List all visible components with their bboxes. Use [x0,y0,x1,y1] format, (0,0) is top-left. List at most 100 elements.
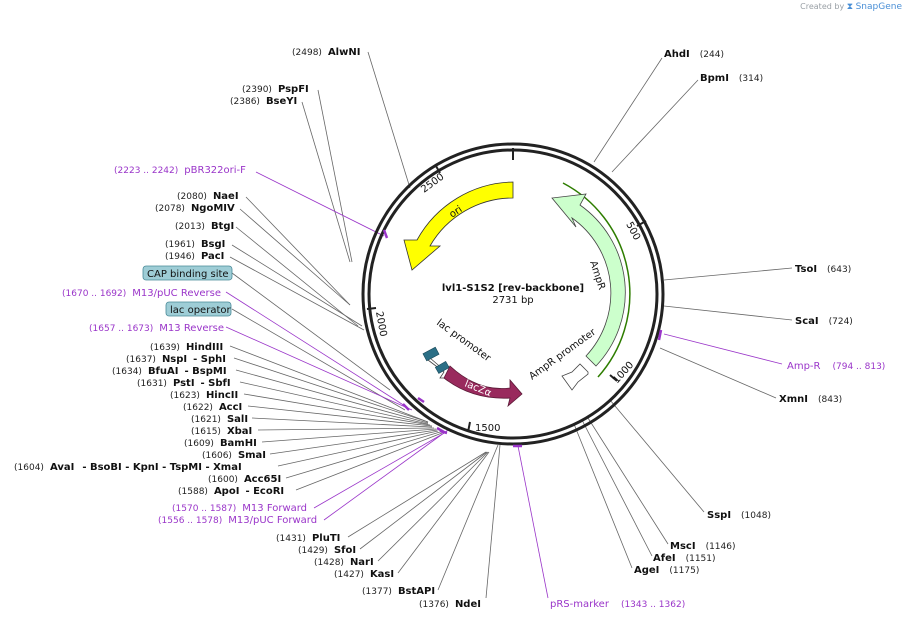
site-naei: (2080)NaeI [177,191,239,202]
leader-lacop [231,308,406,411]
leader-bstapi [437,444,499,591]
site-xmni: XmnI(843) [779,394,842,405]
site-bamhi: (1609)BamHI [184,438,257,449]
leader-sali [251,417,433,428]
created-by-text: Created by [800,2,845,11]
leader-btgi [235,226,359,327]
leader-acci [247,405,433,427]
lacz-arrow [443,365,523,408]
site-ava: (1604)AvaI- BsoBI - KpnI - TspMI - XmaI [14,462,242,473]
leader-m13fwd [313,431,447,509]
snapgene-branding: Created by ⧗ SnapGene [800,2,902,12]
tick-label-2000: 2000 [373,311,388,338]
leader-tsoi [663,267,793,281]
site-ndei: (1376)NdeI [419,599,481,610]
snapgene-logo-icon: ⧗ [846,2,854,12]
primer-marks [382,229,663,448]
site-alwni: (2498)AlwNI [292,47,360,58]
leader-m13pucfwd [323,429,449,521]
leader-m13rev [225,326,413,411]
site-paci: (1946)PacI [165,251,224,262]
tick-2500-mark [435,165,441,174]
site-sspi: SspI(1048) [707,510,771,521]
site-btgi: (2013)BtgI [175,221,234,232]
site-bstapi: (1377)BstAPI [362,586,435,597]
site-nspi: (1637)NspI- SphI [126,354,226,365]
leader-agei [573,423,633,569]
site-apoi: (1588)ApoI- EcoRI [178,486,284,497]
leader-m13puc-rev [225,291,406,407]
site-hindiii: (1639)HindIII [150,342,223,353]
site-smai: (1606)SmaI [202,450,266,461]
leader-naei [245,196,351,306]
site-msci: MscI(1146) [670,541,736,552]
cap-binding-label-box [142,265,233,281]
primer-prs-marker: pRS-marker(1343 .. 1362) [550,599,685,610]
primer-m13puc-rev: (1670 .. 1692)M13/pUC Reverse [62,288,221,299]
mark-m13pucfwd [439,429,448,435]
site-pspfi: (2390)PspFI [242,84,309,95]
site-acc65i: (1600)Acc65I [208,474,281,485]
leader-pbr322ori [255,171,385,237]
leader-xmni [659,347,777,399]
leader-bpmi [611,79,699,173]
leader-sfoi [359,451,488,550]
leader-scai [663,305,793,321]
primer-m13rev: (1657 .. 1673)M13 Reverse [89,323,224,334]
site-scai: ScaI(724) [795,316,853,327]
site-sfoi: (1429)SfoI [298,545,356,556]
cap-binding-box [434,360,450,374]
lacz-label: lacZα [463,379,493,400]
leader-pspfi [317,89,353,263]
leader-ahdi [593,57,663,163]
leader-bamhi [261,428,437,443]
feature-ori: ori [403,181,514,271]
site-xbai: (1615)XbaI [191,426,252,437]
site-afei: AfeI(1151) [653,553,716,564]
ampr-outer-strand [562,182,631,378]
site-nari: (1428)NarI [314,557,374,568]
tick-1500-mark [467,421,471,433]
leader-msci [587,417,669,545]
site-ahdi: AhdI(244) [664,49,724,60]
leader-paci [229,256,365,331]
plasmid-name: lvl1-S1S2 [rev-backbone] [442,283,584,294]
site-bsgi: (1961)BsgI [165,239,225,250]
site-bpmi: BpmI(314) [700,73,763,84]
leader-ampr-primer [663,333,783,365]
site-sali: (1621)SalI [191,414,248,425]
site-acci: (1622)AccI [183,402,242,413]
leader-bsgi [231,244,363,327]
feature-lac-region: lacZα lac promoter [422,318,523,408]
site-hincii: (1623)HincII [170,390,238,401]
left-labels: (2498)AlwNI (2390)PspFI (2386)BseYI (222… [14,47,481,610]
primer-m13pucfwd: (1556 .. 1578)M13/pUC Forward [158,515,317,526]
leader-smai [269,429,438,455]
tick-2000-mark [366,307,377,310]
site-pluti: (1431)PluTI [276,533,340,544]
cap-binding-label: CAP binding site [147,269,229,280]
snapgene-product-name: SnapGene [855,2,902,12]
leader-sspi [609,399,705,513]
leader-prs-marker [517,445,549,599]
mark-pbr322ori [382,229,389,239]
primer-ampr: Amp-R(794 .. 813) [787,361,885,372]
ori-arrow [403,181,514,271]
site-psti: (1631)PstI- SbfI [137,378,231,389]
plasmid-center: lvl1-S1S2 [rev-backbone] 2731 bp [442,283,584,306]
lac-promoter-label: lac promoter [434,318,493,365]
tick-1000-mark [609,374,618,382]
leader-afei [581,419,653,557]
site-ngomiv: (2078)NgoMIV [155,203,235,214]
mark-m13puc-rev [402,403,410,411]
leader-hincii [243,393,431,426]
right-leader-lines [517,57,793,599]
leader-xbai [257,427,435,431]
leader-bseyi [301,101,351,263]
ampr-promoter-arrow [561,363,589,391]
site-tsoi: TsoI(643) [795,264,851,275]
lac-operator-label: lac operator [170,305,231,316]
lac-operator-label-box [165,301,232,317]
primer-pbr322ori: (2223 .. 2242)pBR322ori-F [114,165,246,176]
